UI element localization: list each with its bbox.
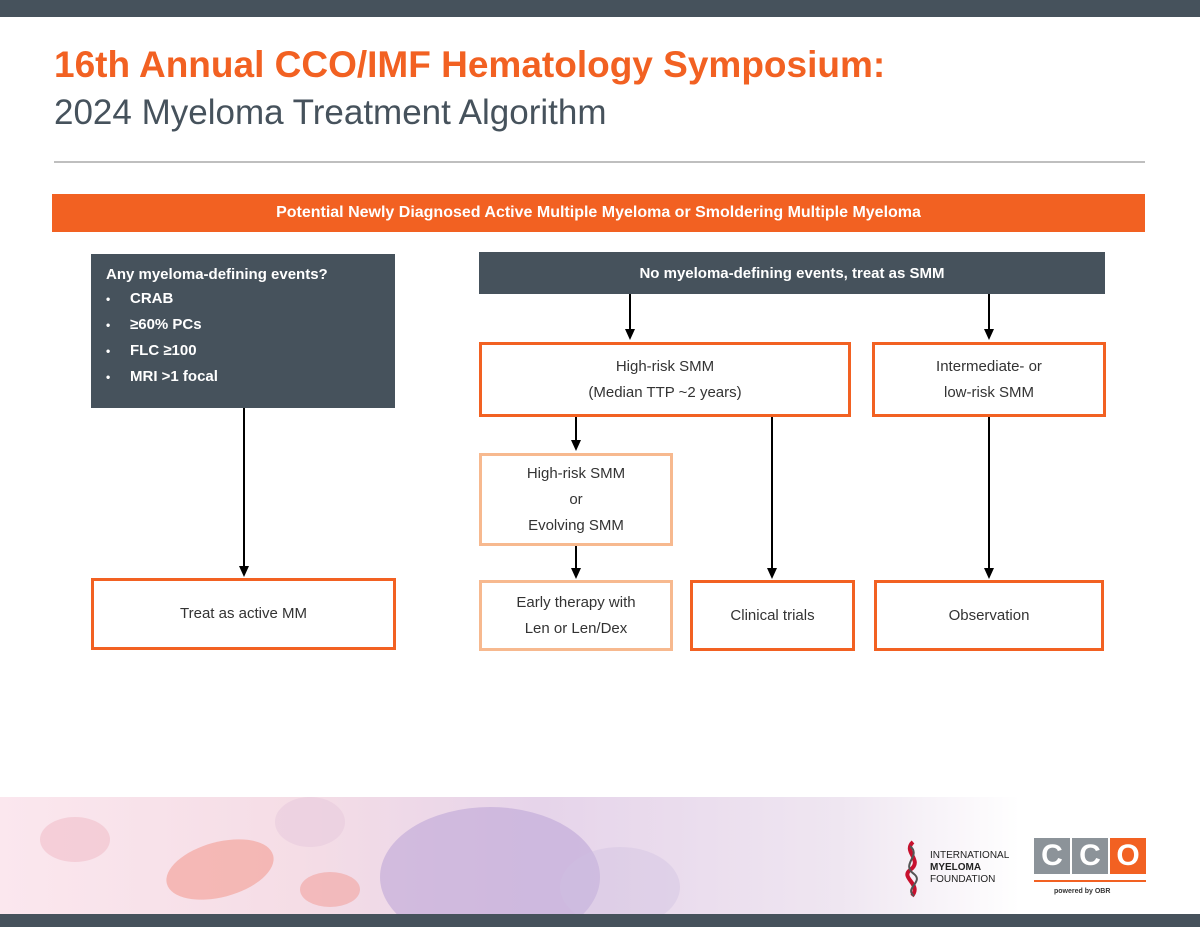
event-item: • CRAB (106, 290, 395, 316)
diagnosis-banner: Potential Newly Diagnosed Active Multipl… (52, 194, 1145, 232)
event-item: • FLC ≥100 (106, 342, 395, 368)
treat-as-smm-bar: No myeloma-defining events, treat as SMM (479, 252, 1105, 294)
clinical-trials-label: Clinical trials (730, 606, 815, 624)
bullet-icon: • (106, 292, 111, 306)
arrow-shaft-events-to-treat (243, 408, 245, 568)
arrow-head-down-icon (239, 566, 249, 577)
cell-shape (275, 797, 345, 847)
red-cell-shape (300, 872, 360, 907)
arrow-head-down-icon (984, 329, 994, 340)
event-item-label: FLC ≥100 (130, 342, 197, 359)
arrow-shaft-high-risk-to-evolving (575, 417, 577, 442)
title-line-1: 16th Annual CCO/IMF Hematology Symposium… (54, 44, 886, 85)
int-low-risk-line2: low-risk SMM (944, 383, 1034, 401)
bullet-icon: • (106, 344, 111, 358)
arrow-shaft-smm-to-int-low (988, 294, 990, 331)
intermediate-low-risk-box: Intermediate- or low-risk SMM (872, 342, 1106, 417)
plasma-cell-shape (380, 807, 600, 914)
imf-logo: INTERNATIONAL MYELOMA FOUNDATION (898, 838, 1028, 898)
top-bar (0, 0, 1200, 17)
myeloma-defining-events-box: Any myeloma-defining events? • CRAB • ≥60%… (91, 254, 395, 408)
bullet-icon: • (106, 318, 111, 332)
cco-letter-o: O (1110, 838, 1146, 874)
cco-underline (1034, 880, 1146, 882)
arrow-head-down-icon (625, 329, 635, 340)
event-item: • ≥60% PCs (106, 316, 395, 342)
evolving-line2: or (569, 490, 583, 508)
bottom-bar (0, 914, 1200, 927)
events-list: • CRAB • ≥60% PCs • FLC ≥100 • MRI >1 focal (106, 290, 395, 394)
event-item-label: ≥60% PCs (130, 316, 202, 333)
treat-active-mm-box: Treat as active MM (91, 578, 396, 650)
bullet-icon: • (106, 370, 111, 384)
int-low-risk-line1: Intermediate- or (936, 357, 1042, 375)
arrow-shaft-int-low-to-observation (988, 417, 990, 570)
title-line-2: 2024 Myeloma Treatment Algorithm (54, 93, 607, 132)
title-divider (54, 161, 1145, 163)
events-question: Any myeloma-defining events? (106, 266, 328, 283)
red-cell-shape (159, 828, 281, 911)
plasma-cell-shape (560, 847, 680, 914)
early-therapy-line2: Len or Len/Dex (524, 619, 628, 637)
imf-line3: FOUNDATION (930, 874, 996, 885)
cco-letter-c1: C (1034, 838, 1070, 874)
early-therapy-line1: Early therapy with (516, 593, 636, 611)
arrow-head-down-icon (984, 568, 994, 579)
arrow-head-down-icon (571, 440, 581, 451)
event-item-label: MRI >1 focal (130, 368, 218, 385)
arrow-shaft-smm-to-high-risk (629, 294, 631, 331)
arrow-head-down-icon (767, 568, 777, 579)
event-item: • MRI >1 focal (106, 368, 395, 394)
red-cell-shape (40, 817, 110, 862)
imf-dna-icon (905, 840, 918, 898)
clinical-trials-box: Clinical trials (690, 580, 855, 651)
imf-line2: MYELOMA (930, 862, 982, 873)
evolving-line1: High-risk SMM (526, 464, 626, 482)
treat-active-label: Treat as active MM (180, 605, 307, 622)
cco-tagline: powered by OBR (1054, 888, 1111, 895)
cco-letter-c2: C (1072, 838, 1108, 874)
footer-cell-illustration (0, 797, 1200, 914)
observation-box: Observation (874, 580, 1104, 651)
evolving-line3: Evolving SMM (528, 516, 624, 534)
evolving-smm-box: High-risk SMM or Evolving SMM (479, 453, 673, 546)
high-risk-smm-box: High-risk SMM (Median TTP ~2 years) (479, 342, 851, 417)
arrow-shaft-high-risk-to-trials (771, 417, 773, 570)
arrow-head-down-icon (571, 568, 581, 579)
cco-logo: C C O powered by OBR (1034, 838, 1146, 900)
early-therapy-box: Early therapy with Len or Len/Dex (479, 580, 673, 651)
arrow-shaft-evolving-to-early-therapy (575, 546, 577, 570)
imf-line1: INTERNATIONAL (930, 850, 1010, 861)
high-risk-median-ttp: (Median TTP ~2 years) (588, 383, 742, 401)
high-risk-title: High-risk SMM (615, 357, 715, 375)
event-item-label: CRAB (130, 290, 174, 307)
observation-label: Observation (948, 606, 1030, 624)
